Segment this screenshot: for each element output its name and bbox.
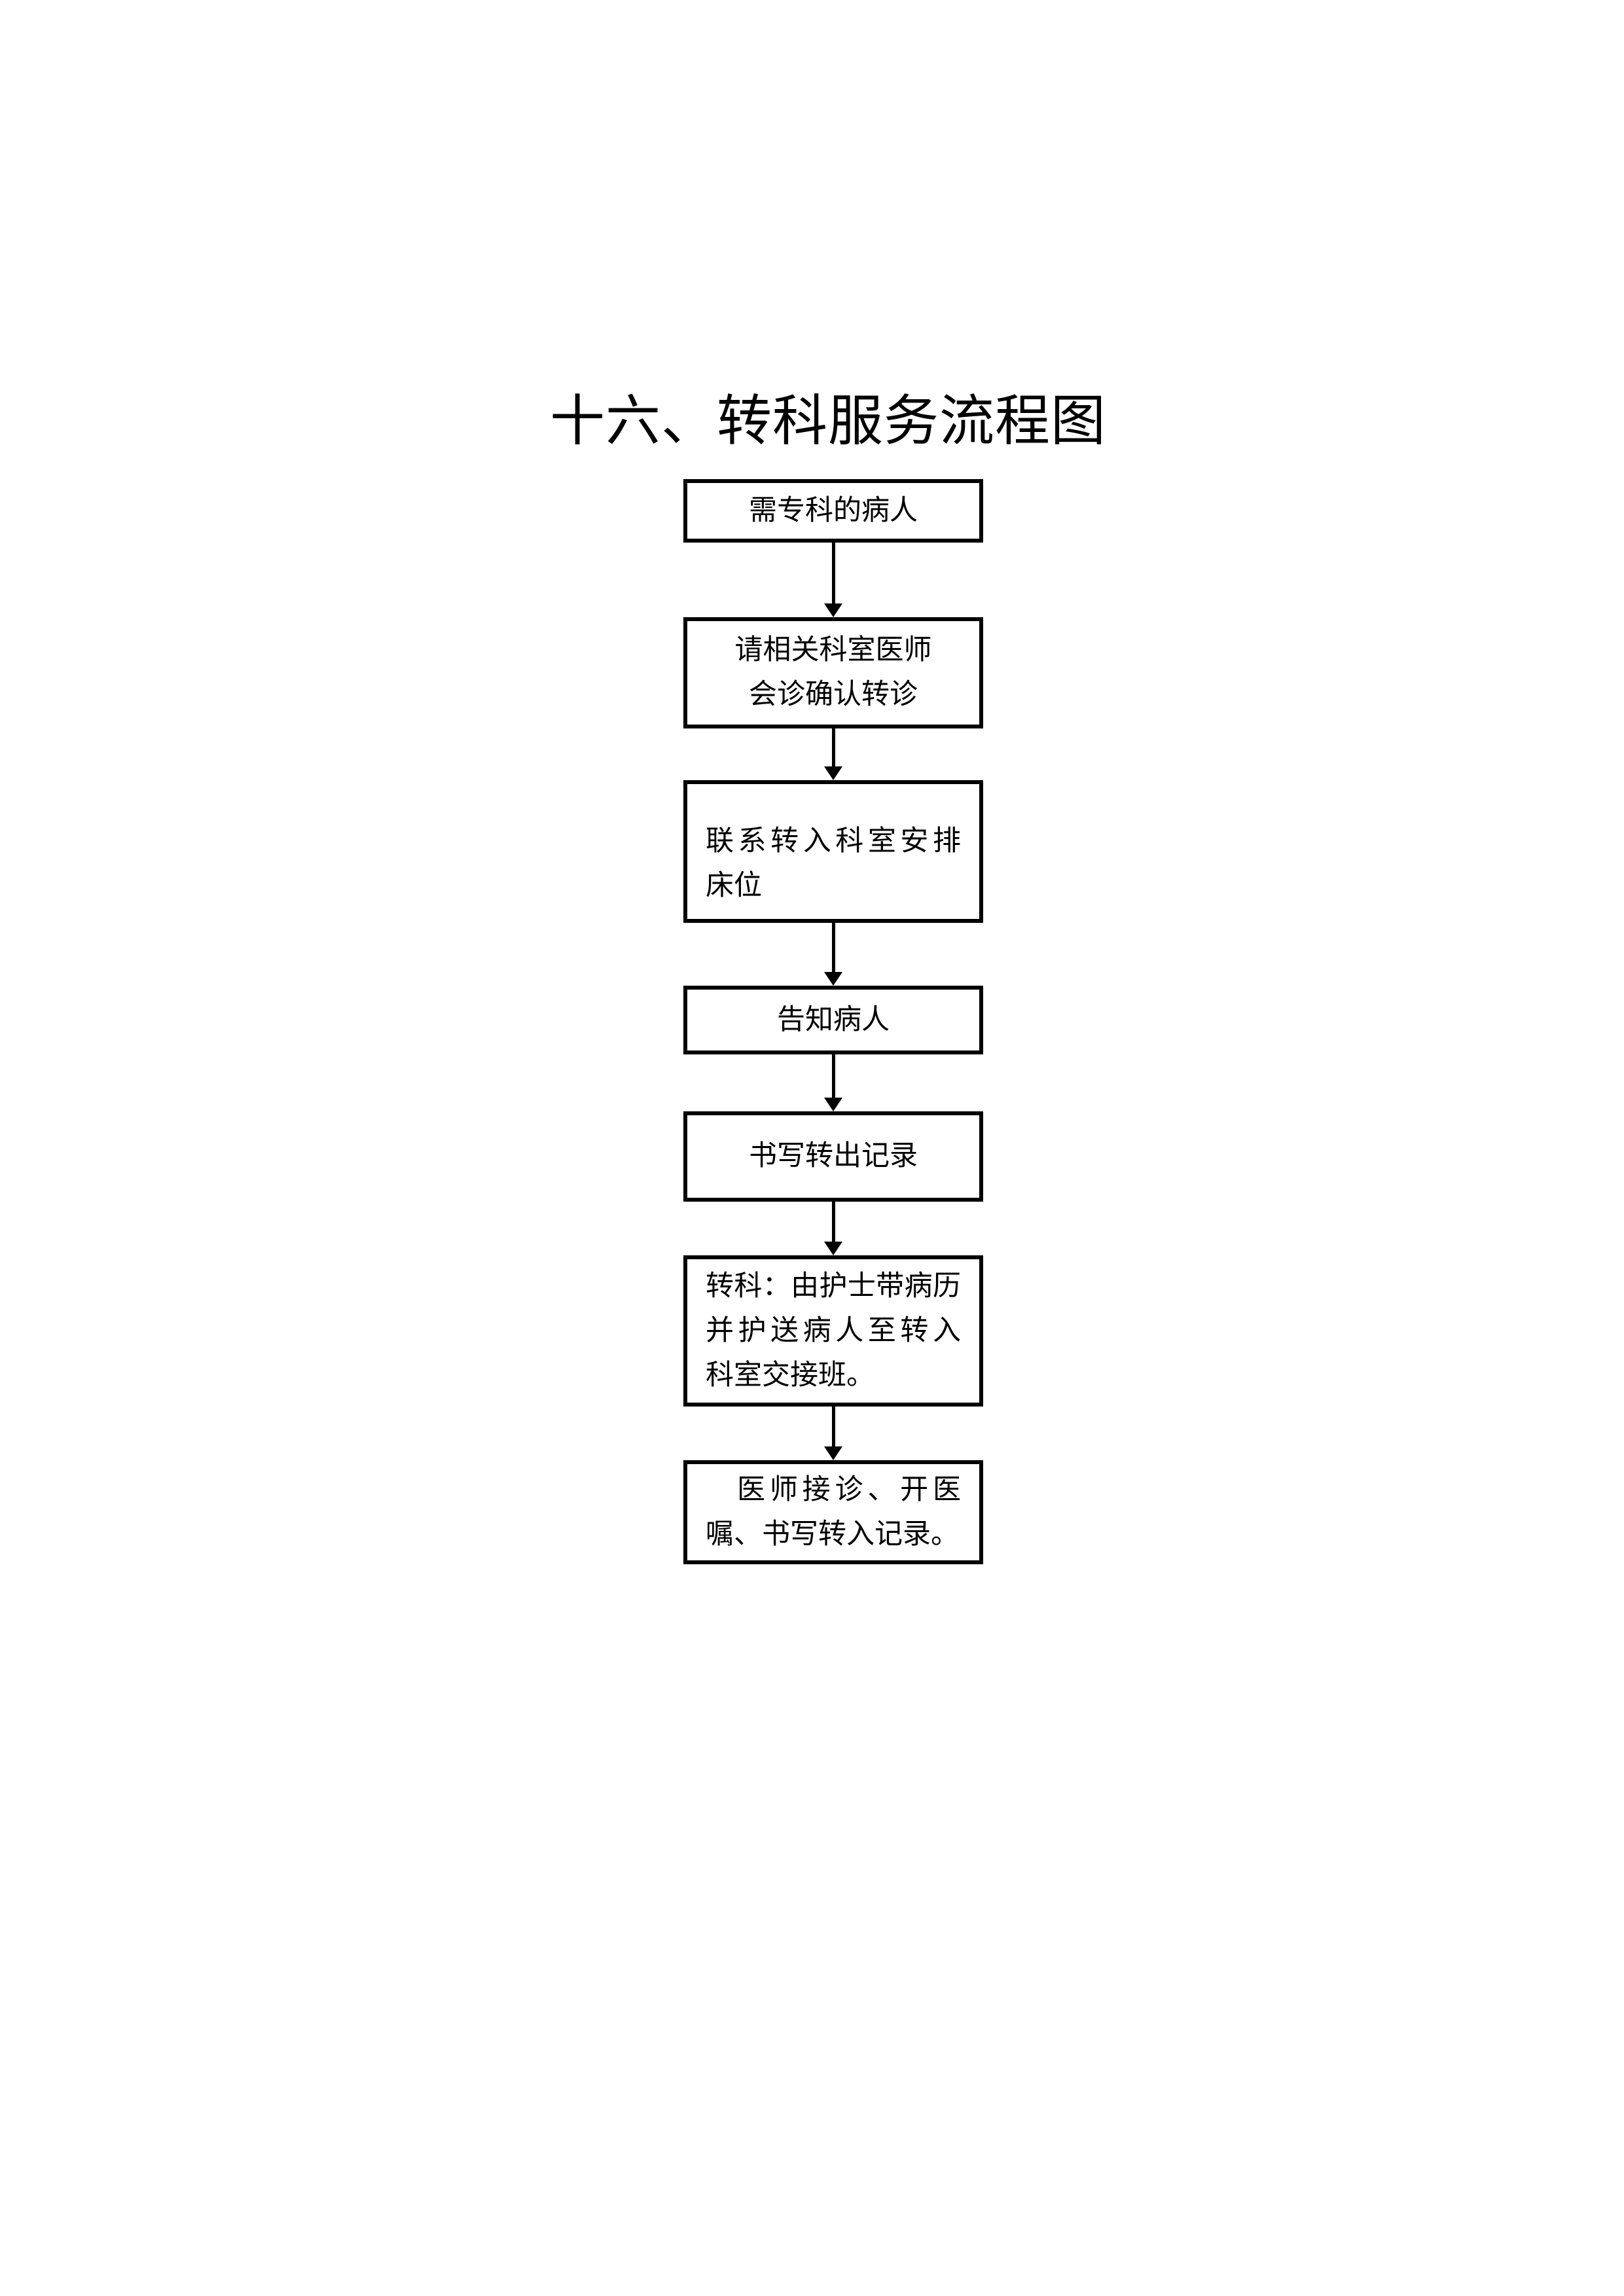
arrow-head-icon — [824, 1242, 842, 1255]
arrow-shaft — [831, 1202, 835, 1242]
arrow-head-icon — [824, 766, 842, 780]
justified-char: 室 — [867, 826, 896, 857]
arrow-shaft — [831, 923, 835, 972]
flow-arrow-down — [683, 923, 983, 986]
flow-box-inform-patient: 告知病人 — [683, 986, 983, 1054]
justified-char: 病 — [803, 1315, 831, 1346]
flow-box-text-line: 床位 — [706, 870, 762, 901]
flow-box-text-line: 医师接诊、开医 — [706, 1468, 961, 1513]
justified-char: 师 — [769, 1474, 798, 1505]
justified-char: 护 — [819, 1270, 848, 1302]
justified-char: 转 — [706, 1270, 734, 1302]
flow-box-text-line: 并护送病人至转入 — [706, 1309, 961, 1354]
flow-box-text-line: 书写转出记录 — [749, 1141, 918, 1172]
justified-char: 转 — [900, 1315, 929, 1346]
arrow-shaft — [831, 728, 835, 766]
flow-box-text-line: 联系转入科室安排 — [706, 819, 961, 864]
flow-box-write-transfer-out-record: 书写转出记录 — [683, 1111, 983, 1202]
flow-box-text-line: 需专科的病人 — [749, 495, 918, 526]
flow-box-text-line: 科室交接班。 — [706, 1359, 875, 1391]
flow-arrow-down — [683, 728, 983, 780]
justified-char: 科 — [734, 1270, 763, 1302]
arrow-head-icon — [824, 1098, 842, 1111]
flow-box-text-line: 嘱、书写转入记录。 — [706, 1518, 959, 1550]
justified-char: 、 — [867, 1474, 896, 1505]
justified-char: 历 — [933, 1270, 961, 1302]
flow-arrow-down — [683, 1407, 983, 1460]
arrow-shaft — [831, 1407, 835, 1446]
justified-char: 开 — [900, 1474, 929, 1505]
justified-char: 带 — [876, 1270, 905, 1302]
justified-char: 接 — [802, 1474, 831, 1505]
justified-char: 系 — [738, 826, 767, 857]
justified-char: 病 — [904, 1270, 933, 1302]
justified-char: 入 — [932, 1315, 961, 1346]
justified-char: 医 — [932, 1474, 961, 1505]
flow-arrow-down — [683, 543, 983, 617]
justified-char: 人 — [835, 1315, 864, 1346]
flow-box-physician-reception-orders-record: 医师接诊、开医嘱、书写转入记录。 — [683, 1460, 983, 1564]
flow-box-text-line: 告知病人 — [777, 1004, 890, 1035]
flow-arrow-down — [683, 1054, 983, 1111]
justified-char: 安 — [900, 826, 929, 857]
justified-char: 转 — [770, 826, 799, 857]
arrow-shaft — [831, 543, 835, 603]
justified-char: 入 — [803, 826, 831, 857]
justified-char: 科 — [835, 826, 864, 857]
justified-char: 士 — [847, 1270, 876, 1302]
flow-box-consult-confirm-referral: 请相关科室医师会诊确认转诊 — [683, 617, 983, 728]
justified-char: 护 — [738, 1315, 767, 1346]
page-title: 十六、转科服务流程图 — [549, 391, 1107, 453]
arrow-head-icon — [824, 603, 842, 617]
flow-box-transfer-nurse-escort-handover: 转科：由护士带病历并护送病人至转入科室交接班。 — [683, 1255, 983, 1407]
flow-arrow-down — [683, 1202, 983, 1255]
flow-box-text-line: 会诊确认转诊 — [749, 679, 918, 710]
justified-char: 并 — [706, 1315, 734, 1346]
flow-box-patient-needs-specialist: 需专科的病人 — [683, 479, 983, 543]
justified-char: 送 — [770, 1315, 799, 1346]
justified-char: 联 — [706, 826, 734, 857]
arrow-head-icon — [824, 1446, 842, 1460]
justified-char: ： — [762, 1270, 791, 1302]
arrow-head-icon — [824, 972, 842, 986]
justified-char: 排 — [932, 826, 961, 857]
justified-char: 至 — [867, 1315, 896, 1346]
justified-char: 诊 — [835, 1474, 863, 1505]
flow-box-contact-incoming-dept-arrange-bed: 联系转入科室安排床位 — [683, 780, 983, 923]
flow-box-text-line: 转科：由护士带病历 — [706, 1265, 961, 1309]
flow-box-text-line: 请相关科室医师 — [734, 635, 932, 666]
arrow-shaft — [831, 1054, 835, 1098]
justified-char: 医 — [737, 1474, 765, 1505]
justified-char: 由 — [791, 1270, 820, 1302]
flowchart: 需专科的病人请相关科室医师会诊确认转诊联系转入科室安排床位告知病人书写转出记录转… — [683, 479, 983, 1564]
